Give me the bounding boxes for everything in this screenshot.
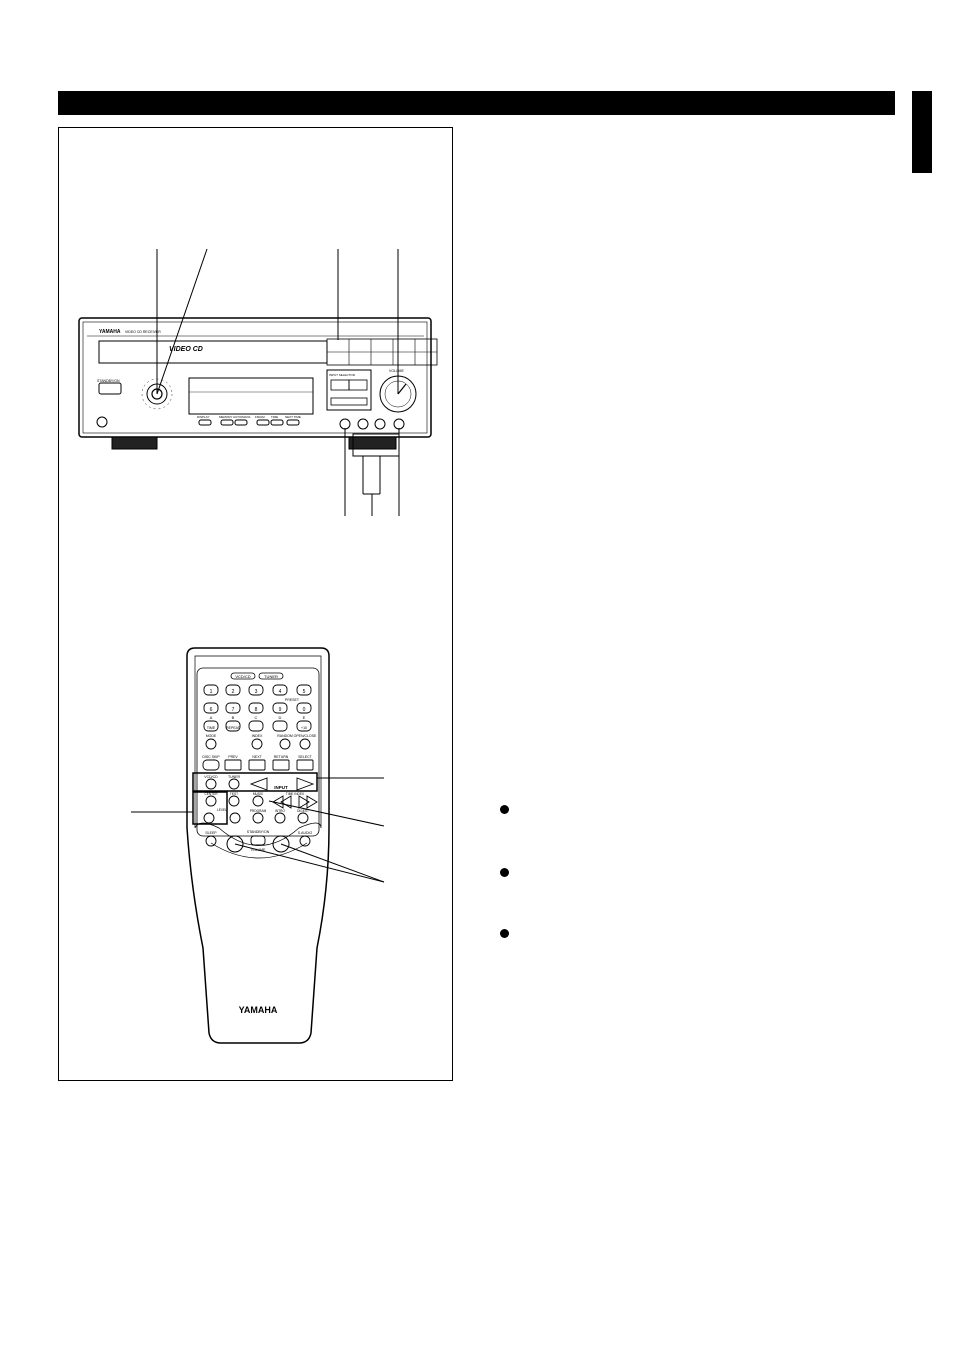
input-word: INPUT	[274, 785, 288, 790]
receiver-model-text: VIDEO CD RECEIVER	[125, 330, 161, 334]
row3-plus10: +10	[301, 726, 307, 730]
label-index: INDEX	[252, 734, 263, 738]
label-random: RANDOM	[277, 734, 293, 738]
digit-4: 4	[279, 689, 282, 695]
label-center: CENTER	[204, 792, 218, 796]
preset-letter-c: C	[255, 715, 258, 720]
figure-frame: YAMAHA VIDEO CD RECEIVER VIDEO CD STANDB…	[58, 127, 453, 1081]
preset-letter-d: D	[279, 715, 282, 720]
label-mode: MODE	[206, 734, 217, 738]
remote-brand: YAMAHA	[239, 1005, 278, 1015]
panel-btn-label-1: DISPLAY	[197, 415, 209, 419]
digit-2: 2	[232, 689, 235, 695]
bullet-point-3	[500, 929, 509, 938]
pill-tuner: TUNER	[264, 674, 278, 679]
language-tab	[912, 91, 932, 173]
panel-btn-label-3: AUTO/MAN'L	[233, 415, 251, 419]
label-prev: PREV	[228, 755, 238, 759]
bullet-point-2	[500, 868, 509, 877]
digit-7: 7	[232, 707, 235, 713]
digit-6: 6	[210, 707, 213, 713]
panel-btn-label-6: NEXT TIME	[285, 415, 301, 419]
pill-vcdcd: VCD/CD	[235, 674, 250, 679]
input-label-vcdcd: VCD/CD	[204, 775, 218, 779]
receiver-callout-lines	[156, 248, 400, 516]
label-standby: STANDBY/ON	[247, 830, 270, 834]
label-digest: DIGEST	[297, 809, 309, 813]
remote-callout-lines	[131, 777, 385, 883]
label-s-audio: S.AUDIO	[298, 831, 313, 835]
bullet-point-1	[500, 805, 509, 814]
label-music: MUSIC	[253, 792, 264, 796]
preset-letter-b: B	[232, 715, 235, 720]
remote-control	[186, 647, 330, 1044]
preset-letter-a: A	[210, 715, 213, 720]
label-sleep: SLEEP	[205, 831, 217, 835]
label-next: NEXT	[252, 755, 262, 759]
label-test: TEST	[230, 792, 238, 796]
digit-9: 9	[279, 707, 282, 713]
label-select: SELECT	[298, 755, 312, 759]
preset-letter-e: E	[303, 715, 306, 720]
label-level: LEVEL	[217, 808, 227, 812]
label-return: RETURN	[274, 755, 289, 759]
standby-label: STANDBY/ON	[97, 379, 120, 383]
row3-repeat: REPEAT	[226, 726, 241, 730]
panel-btn-label-5: TIME	[271, 415, 278, 419]
receiver-front-panel	[78, 317, 438, 495]
preset-label: PRESET	[285, 698, 300, 702]
digit-8: 8	[255, 707, 258, 713]
digit-5: 5	[303, 689, 306, 695]
receiver-brand: YAMAHA	[99, 329, 121, 335]
illustration: YAMAHA VIDEO CD RECEIVER VIDEO CD STANDB…	[78, 248, 438, 1044]
label-open-close: OPEN/CLOSE	[294, 734, 317, 738]
input-label-tuner: TUNER	[228, 775, 241, 779]
label-intro: INTRO	[275, 809, 285, 813]
label-time-index: TIME INDEX	[286, 792, 305, 796]
label-disc-skip: DISC SKIP	[202, 755, 220, 759]
panel-btn-label-2: MEMORY	[219, 415, 232, 419]
remote-text: VCD/CD TUNER 1 2 3 4 5 6 7 8 9 0 A B C D…	[202, 674, 317, 1015]
receiver-text: YAMAHA VIDEO CD RECEIVER VIDEO CD STANDB…	[97, 329, 404, 419]
panel-btn-label-4: FM/AM	[255, 415, 265, 419]
video-cd-logo: VIDEO CD	[169, 346, 203, 353]
row3-time: TIME	[207, 726, 216, 730]
section-header-bar	[58, 91, 895, 115]
digit-3: 3	[255, 689, 258, 695]
digit-1: 1	[210, 689, 213, 695]
volume-label: VOLUME	[389, 369, 404, 373]
label-program: PROGRAM	[250, 809, 267, 813]
input-selector-label: INPUT SELECTOR	[329, 373, 356, 377]
digit-0: 0	[303, 707, 306, 713]
